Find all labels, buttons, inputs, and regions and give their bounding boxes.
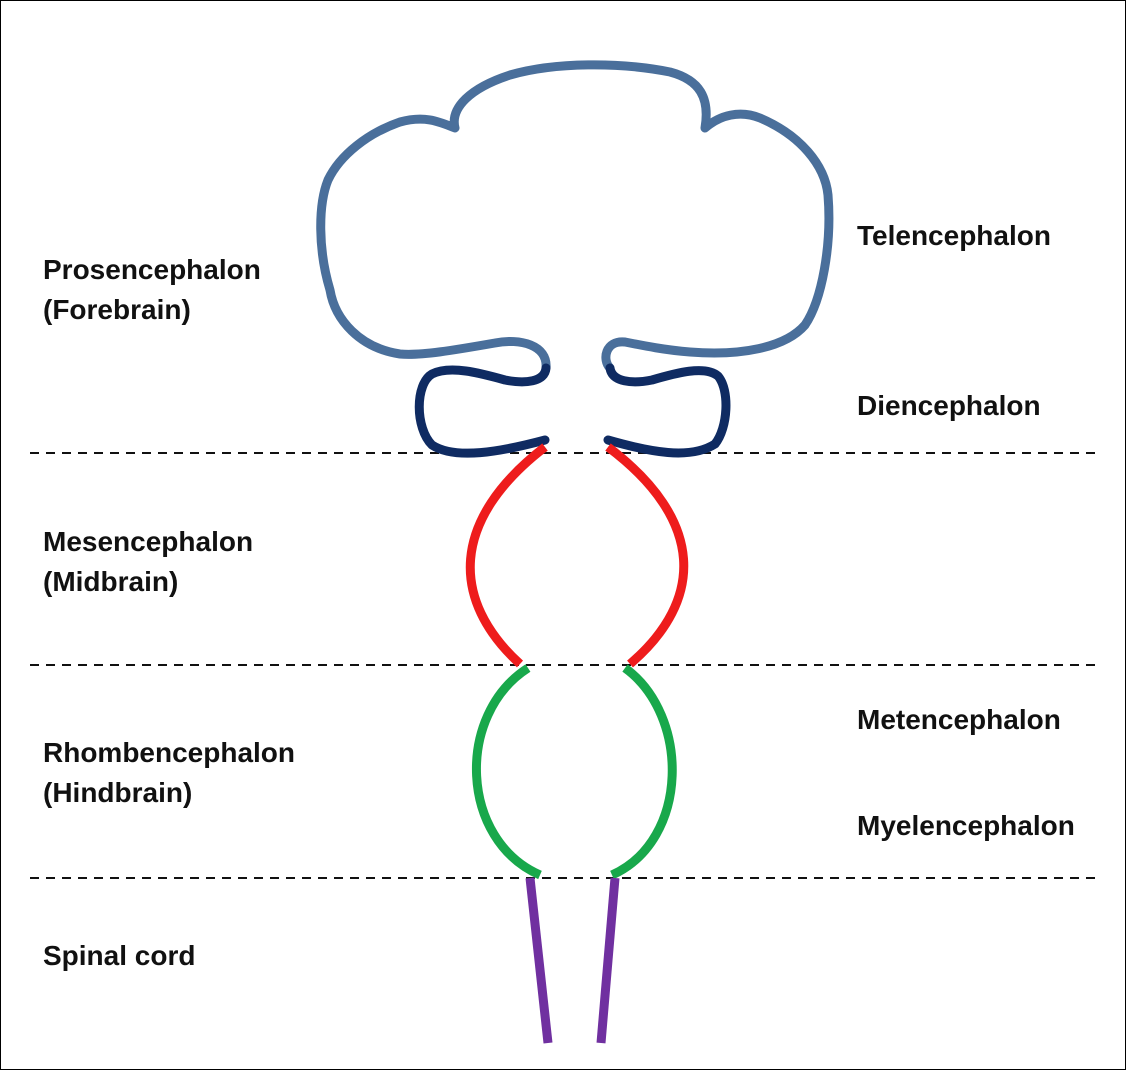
label-rhombencephalon-common: (Hindbrain) — [43, 773, 295, 813]
spinal-cord-right-wall — [601, 878, 615, 1043]
label-myelencephalon: Myelencephalon — [857, 806, 1075, 846]
label-prosencephalon-common: (Forebrain) — [43, 290, 261, 330]
label-diencephalon: Diencephalon — [857, 386, 1041, 426]
label-mesencephalon: Mesencephalon (Midbrain) — [43, 522, 253, 602]
label-prosencephalon-name: Prosencephalon — [43, 250, 261, 290]
mesencephalon-left-wall — [470, 447, 545, 664]
telencephalon-outline — [321, 65, 829, 368]
label-telencephalon: Telencephalon — [857, 216, 1051, 256]
mesencephalon-right-wall — [608, 447, 684, 664]
label-mesencephalon-name: Mesencephalon — [43, 522, 253, 562]
label-mesencephalon-common: (Midbrain) — [43, 562, 253, 602]
label-rhombencephalon: Rhombencephalon (Hindbrain) — [43, 733, 295, 813]
label-spinal-cord: Spinal cord — [43, 936, 195, 976]
diencephalon-left-outline — [419, 368, 546, 453]
label-metencephalon: Metencephalon — [857, 700, 1061, 740]
rhombencephalon-left-wall — [476, 668, 540, 875]
label-prosencephalon: Prosencephalon (Forebrain) — [43, 250, 261, 330]
label-rhombencephalon-name: Rhombencephalon — [43, 733, 295, 773]
rhombencephalon-right-wall — [612, 668, 672, 875]
diencephalon-right-outline — [608, 368, 726, 453]
label-spinal-cord-name: Spinal cord — [43, 936, 195, 976]
spinal-cord-left-wall — [530, 878, 548, 1043]
